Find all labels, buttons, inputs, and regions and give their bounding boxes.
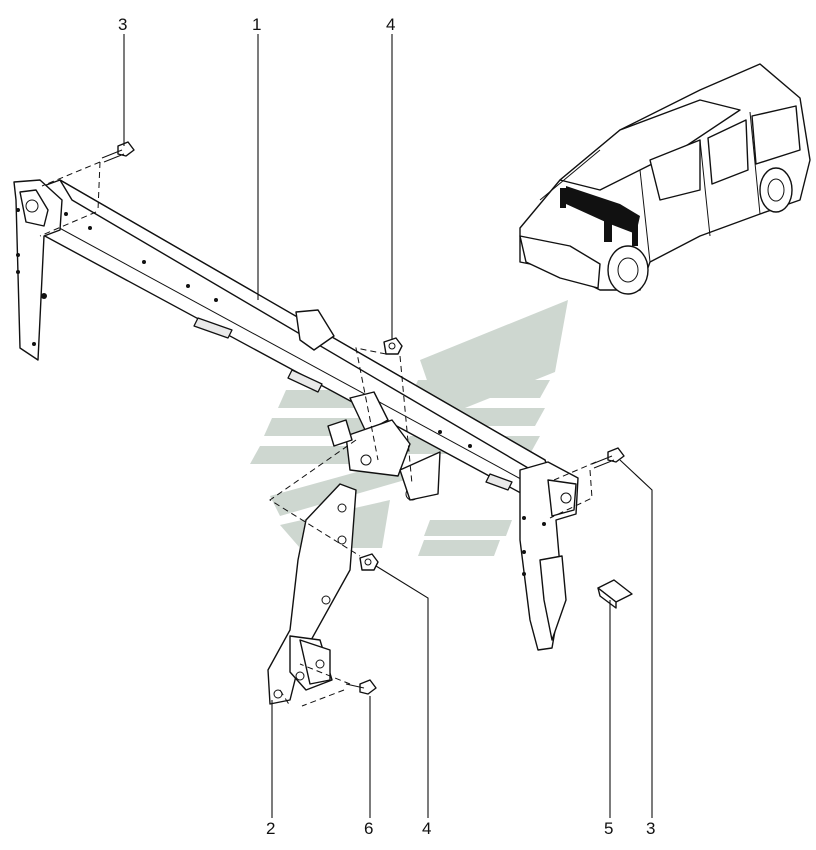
bolt-right [591, 447, 625, 469]
callout-6: 6 [364, 819, 373, 838]
callout-4-top: 4 [386, 15, 395, 34]
nut-middle [359, 553, 379, 571]
callout-3-top: 3 [118, 15, 127, 34]
bolt-lower [345, 679, 377, 695]
assembly-dashed-lines [39, 161, 597, 707]
leader-lines [123, 34, 653, 818]
right-end-bracket [519, 461, 579, 651]
clip-nut [597, 579, 633, 609]
support-bracket [267, 483, 357, 705]
crossmember-beam [29, 179, 553, 501]
beam-slot [287, 369, 323, 393]
beam-slot [485, 473, 513, 491]
callout-2: 2 [266, 819, 275, 838]
vehicle-thumbnail [519, 63, 811, 295]
callout-3-bottom: 3 [646, 819, 655, 838]
callout-1: 1 [252, 15, 261, 34]
bolt-top-left [101, 141, 135, 163]
callout-labels: 3 1 4 2 6 4 5 3 [118, 15, 655, 838]
callout-5: 5 [604, 819, 613, 838]
callout-4-bottom: 4 [422, 819, 431, 838]
beam-slot [193, 317, 233, 339]
nut-top [383, 337, 403, 355]
left-end-bracket [13, 179, 63, 361]
